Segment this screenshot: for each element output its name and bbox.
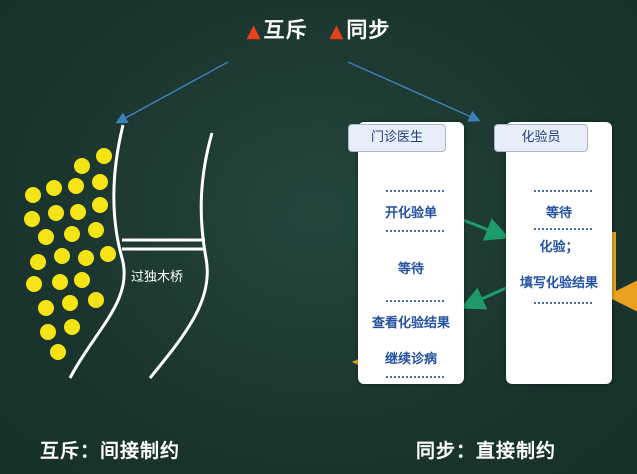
ball bbox=[24, 211, 40, 227]
ball bbox=[74, 272, 90, 288]
ball bbox=[52, 274, 68, 290]
ball bbox=[78, 250, 94, 266]
dotted-divider bbox=[534, 190, 592, 194]
pointer-line-right bbox=[347, 61, 481, 122]
ball bbox=[96, 148, 112, 164]
dotted-divider bbox=[534, 228, 592, 232]
ball bbox=[38, 229, 54, 245]
lab-tag: 化验员 bbox=[494, 124, 588, 152]
dotted-divider bbox=[534, 302, 592, 306]
river-bank-right bbox=[148, 132, 214, 379]
ball bbox=[64, 226, 80, 242]
ball bbox=[54, 248, 70, 264]
ball bbox=[70, 204, 86, 220]
ball bbox=[68, 178, 84, 194]
doctor-step: 等待 bbox=[397, 262, 424, 277]
ball bbox=[88, 222, 104, 238]
ball bbox=[38, 300, 54, 316]
slide-title: ▲互斥▲同步 bbox=[0, 14, 637, 44]
doctor-tag: 门诊医生 bbox=[348, 124, 446, 152]
ball bbox=[64, 319, 80, 335]
red-triangle-icon: ▲ bbox=[329, 21, 345, 42]
doctor-step: 查看化验结果 bbox=[371, 316, 450, 331]
dotted-divider bbox=[386, 230, 444, 234]
dotted-divider bbox=[386, 300, 444, 304]
ball bbox=[50, 344, 66, 360]
title-mutex: 互斥 bbox=[263, 18, 308, 42]
doctor-step: 继续诊病 bbox=[384, 352, 437, 367]
dotted-divider bbox=[386, 190, 444, 194]
arrow-lab-to-doctor bbox=[460, 286, 507, 310]
river-bank-left bbox=[68, 124, 126, 379]
doctor-panel: 门诊医生 开化验单 等待 查看化验结果 继续诊病 bbox=[348, 122, 464, 384]
caption-mutex: 互斥：间接制约 bbox=[40, 440, 181, 462]
ball bbox=[74, 158, 90, 174]
title-sync: 同步 bbox=[346, 18, 391, 42]
ball bbox=[88, 292, 104, 308]
ball bbox=[25, 187, 41, 203]
ball bbox=[26, 276, 42, 292]
red-triangle-icon: ▲ bbox=[246, 21, 262, 42]
lab-step: 填写化验结果 bbox=[519, 276, 598, 291]
ball bbox=[46, 180, 62, 196]
caption-sync: 同步：直接制约 bbox=[416, 440, 557, 462]
ball bbox=[100, 246, 116, 262]
ball bbox=[62, 295, 78, 311]
bridge-label: 过独木桥 bbox=[131, 270, 184, 285]
ball bbox=[30, 254, 46, 270]
arrow-doctor-to-lab bbox=[457, 216, 510, 241]
lab-step: 等待 bbox=[545, 206, 572, 221]
pointer-line-left bbox=[115, 61, 229, 124]
lab-step: 化验； bbox=[539, 240, 579, 255]
ball bbox=[48, 205, 64, 221]
ball bbox=[92, 174, 108, 190]
ball bbox=[92, 197, 108, 213]
dotted-divider bbox=[386, 376, 444, 380]
crowd-balls bbox=[24, 148, 116, 360]
doctor-step: 开化验单 bbox=[384, 206, 437, 221]
lab-panel: 化验员 等待 化验； 填写化验结果 bbox=[494, 122, 612, 384]
ball bbox=[40, 324, 56, 340]
